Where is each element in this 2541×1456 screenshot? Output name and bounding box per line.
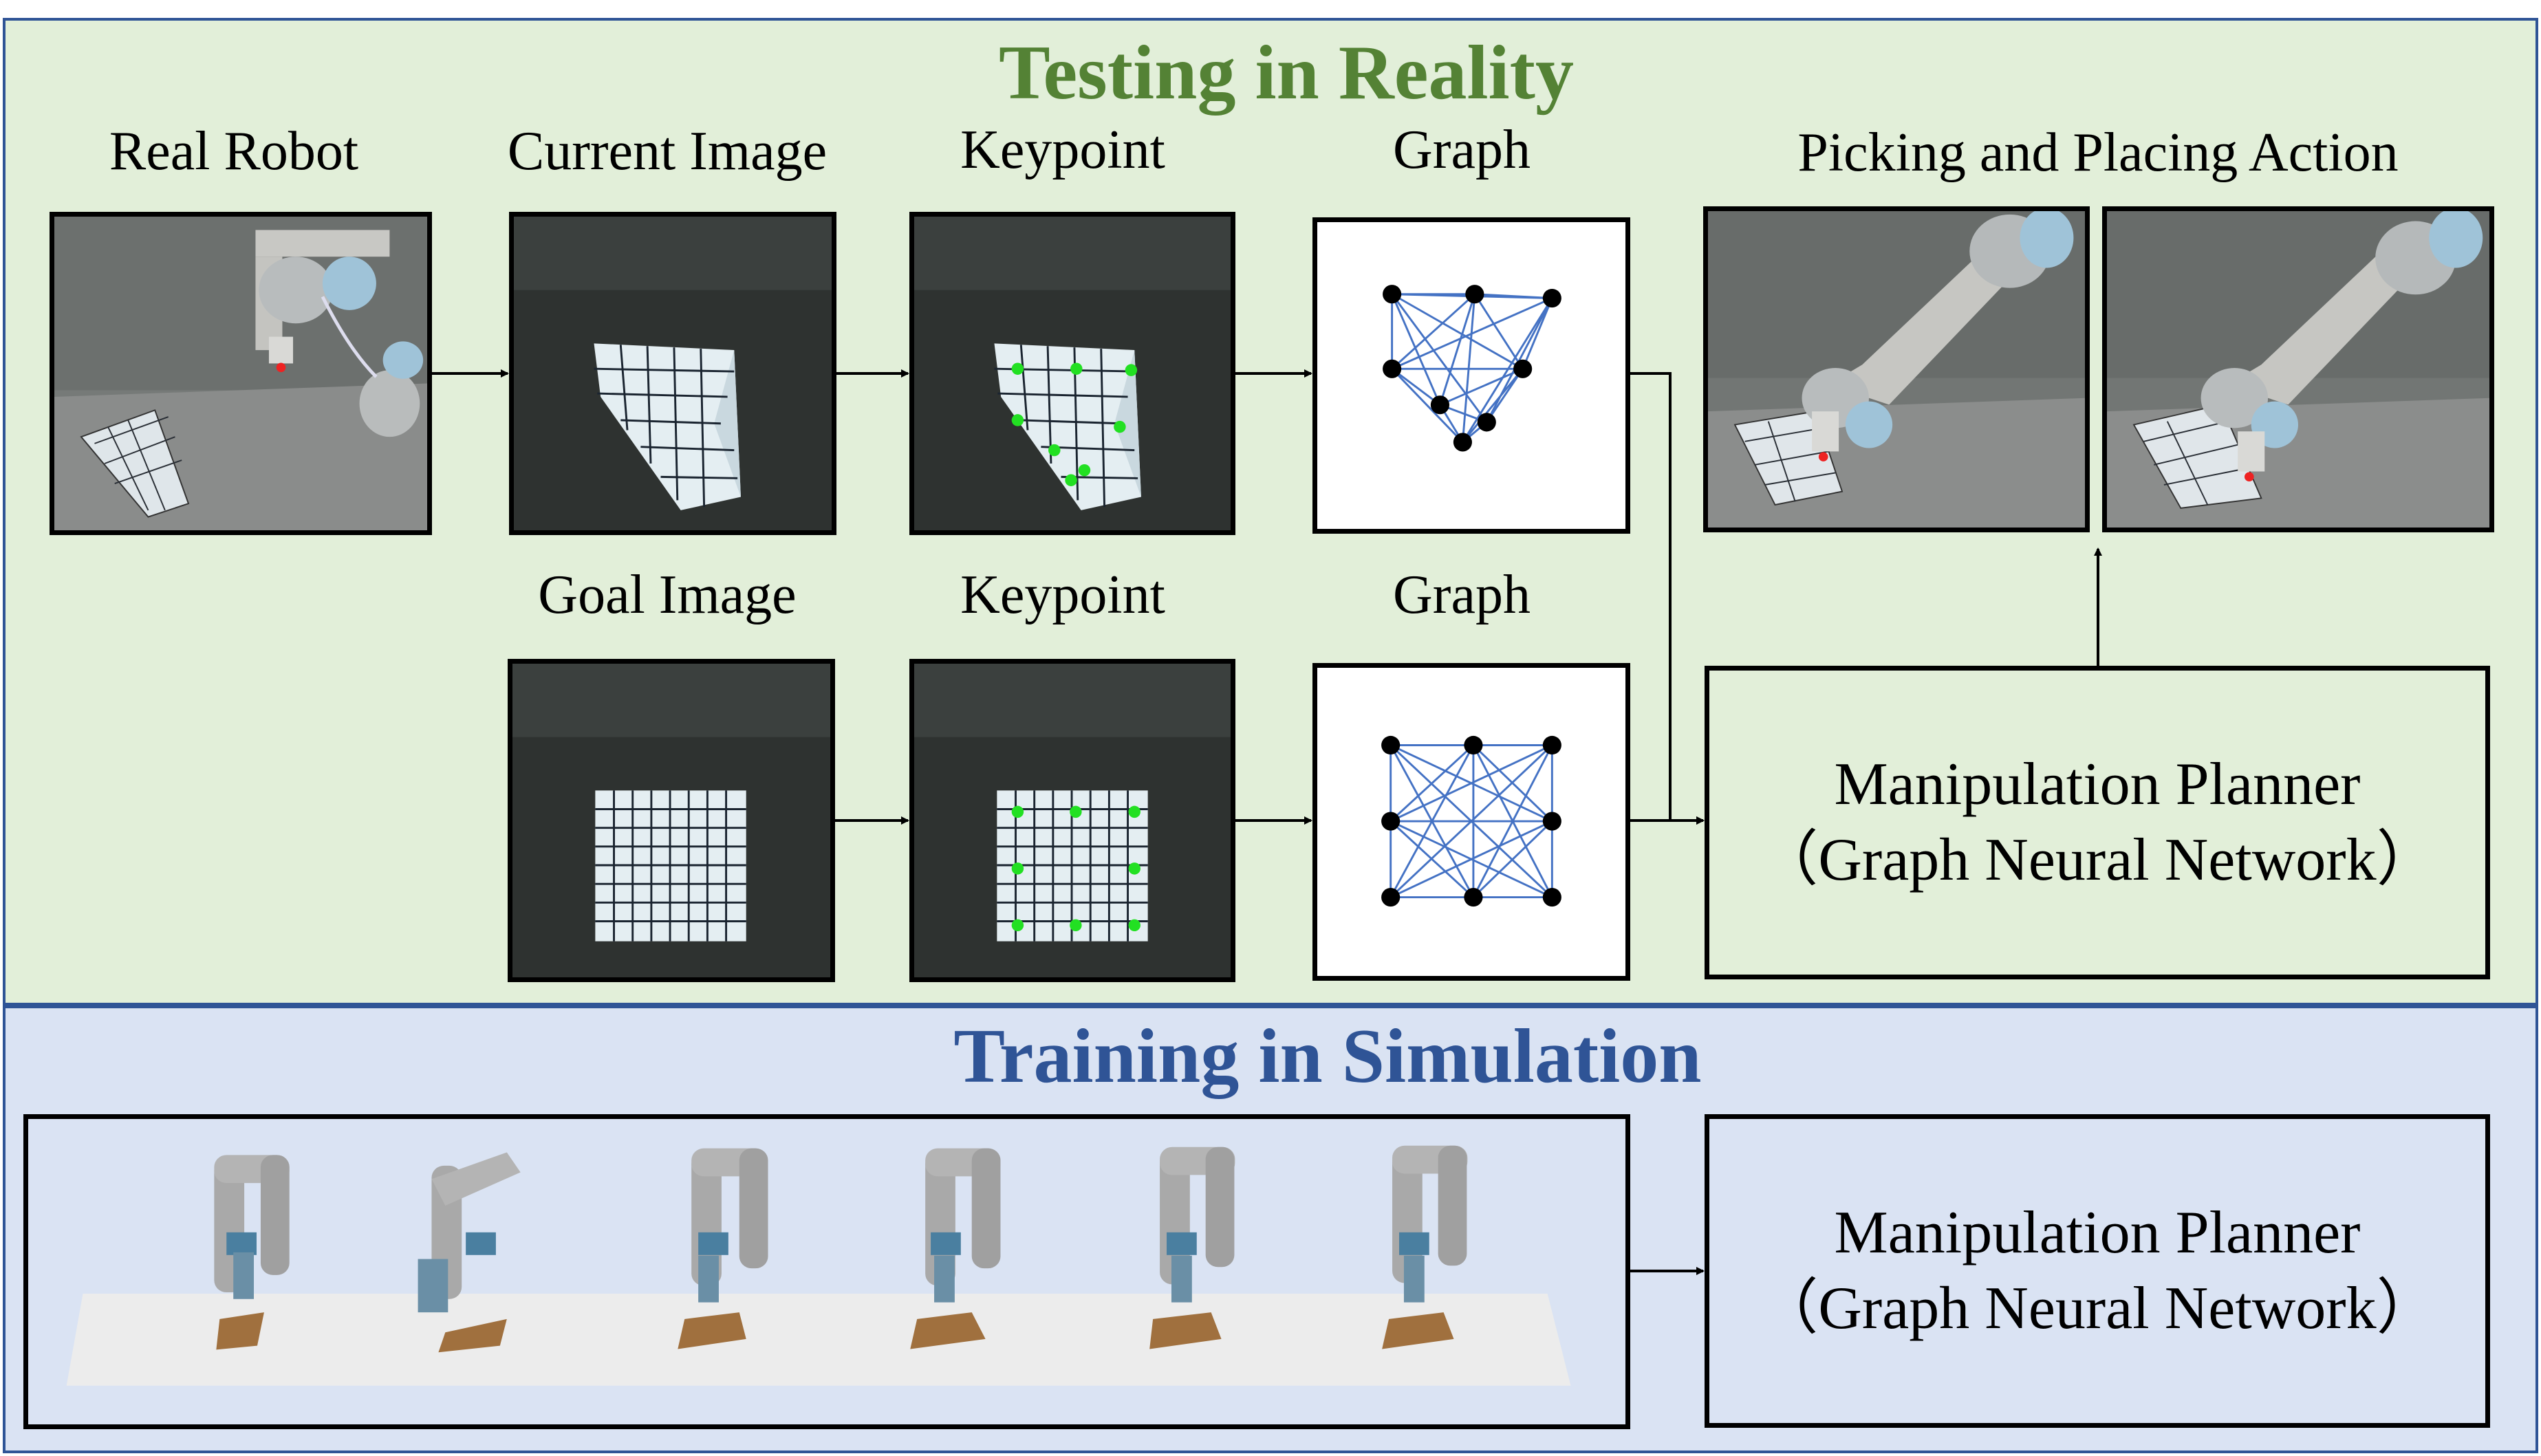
planner-training-line1: Manipulation Planner	[1834, 1199, 2361, 1266]
training-title: Training in Simulation	[953, 1014, 1702, 1099]
current-image	[509, 212, 836, 535]
picking-action-image	[1703, 206, 2090, 532]
real-robot-image	[50, 212, 432, 535]
testing-title: Testing in Reality	[999, 30, 1574, 116]
sim-robot-3	[678, 1148, 768, 1349]
current-image-label: Current Image	[507, 121, 828, 182]
sim-robot-6	[1382, 1145, 1468, 1349]
simulation-sequence-image	[23, 1114, 1630, 1429]
action-label: Picking and Placing Action	[1797, 122, 2399, 183]
keypoint-goal-image	[909, 659, 1235, 982]
placing-action-image	[2102, 206, 2494, 532]
graph-bottom-label: Graph	[1393, 565, 1531, 625]
real-robot-label: Real Robot	[109, 121, 359, 182]
graph-current	[1312, 217, 1630, 534]
arrow-graph-current-to-planner	[1630, 372, 1705, 825]
goal-image	[508, 659, 835, 982]
sim-robot-2	[418, 1152, 521, 1353]
goal-image-label: Goal Image	[538, 565, 797, 625]
planner-training-line2: （Graph Neural Network）	[1758, 1275, 2437, 1342]
keypoint-bottom-label: Keypoint	[960, 565, 1165, 625]
manipulation-planner-testing: Manipulation Planner （Graph Neural Netwo…	[1705, 666, 2490, 979]
planner-testing-line2: （Graph Neural Network）	[1758, 827, 2437, 893]
sim-robot-1	[214, 1155, 290, 1350]
graph-top-label: Graph	[1393, 120, 1531, 180]
keypoint-top-label: Keypoint	[960, 120, 1165, 180]
sim-robot-5	[1149, 1147, 1235, 1349]
keypoint-current-image	[909, 212, 1235, 535]
graph-goal	[1312, 663, 1630, 981]
planner-testing-line1: Manipulation Planner	[1834, 751, 2361, 818]
sim-robot-4	[910, 1148, 1001, 1349]
manipulation-planner-training: Manipulation Planner （Graph Neural Netwo…	[1705, 1114, 2490, 1428]
